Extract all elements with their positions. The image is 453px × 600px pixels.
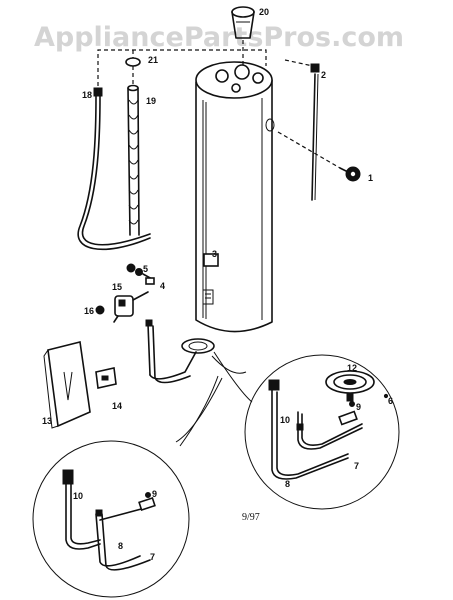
part-burner-assembly bbox=[145, 319, 215, 384]
part-dip-tube bbox=[127, 66, 140, 236]
part-ring-gasket bbox=[125, 57, 141, 67]
tank-flue-opening bbox=[234, 64, 250, 80]
tank-top-port-right bbox=[252, 72, 264, 84]
part-flex-line bbox=[77, 87, 151, 251]
tank-top-port-left bbox=[215, 69, 229, 83]
callout-4: 4 bbox=[160, 281, 165, 291]
part-knob bbox=[95, 305, 105, 315]
callout-13: 13 bbox=[42, 416, 52, 426]
date-code: 9/97 bbox=[242, 512, 260, 523]
detail-right-callout-9: 9 bbox=[356, 402, 361, 412]
watermark-text: AppliancePartsPros.com bbox=[34, 22, 404, 53]
callout-1: 1 bbox=[368, 173, 373, 183]
callout-16: 16 bbox=[84, 306, 94, 316]
detail-right-callout-12: 12 bbox=[347, 363, 357, 373]
detail-right-callout-10: 10 bbox=[280, 415, 290, 425]
callout-18: 18 bbox=[82, 90, 92, 100]
part-flue-baffle-cap bbox=[231, 6, 255, 66]
callout-19: 19 bbox=[146, 96, 156, 106]
detail-left-callout-7: 7 bbox=[150, 552, 155, 562]
part-anode-rod bbox=[284, 59, 320, 201]
part-inner-door bbox=[95, 367, 117, 389]
detail-right-callout-7: 7 bbox=[354, 461, 359, 471]
water-heater-tank bbox=[195, 61, 275, 333]
detail-left-callout-8: 8 bbox=[118, 541, 123, 551]
detail-view-left bbox=[32, 375, 223, 598]
callout-2: 2 bbox=[321, 70, 326, 80]
detail-left-callout-9: 9 bbox=[152, 489, 157, 499]
tank-label-plate bbox=[203, 253, 219, 267]
detail-left-callout-10: 10 bbox=[73, 491, 83, 501]
part-drain-valve bbox=[277, 131, 361, 182]
callout-15: 15 bbox=[112, 282, 122, 292]
part-outer-door bbox=[43, 341, 91, 429]
leader-top-connection bbox=[97, 49, 267, 86]
tank-top-port-front bbox=[231, 83, 241, 93]
callout-21: 21 bbox=[148, 55, 158, 65]
part-nipple-fittings bbox=[126, 263, 155, 285]
callout-3: 3 bbox=[212, 249, 217, 259]
detail-right-callout-6: 6 bbox=[388, 396, 393, 406]
callout-14: 14 bbox=[112, 401, 122, 411]
detail-view-right bbox=[211, 351, 400, 510]
callout-5: 5 bbox=[143, 264, 148, 274]
detail-right-callout-8: 8 bbox=[285, 479, 290, 489]
callout-20: 20 bbox=[259, 7, 269, 17]
part-gas-control-valve bbox=[113, 291, 149, 323]
